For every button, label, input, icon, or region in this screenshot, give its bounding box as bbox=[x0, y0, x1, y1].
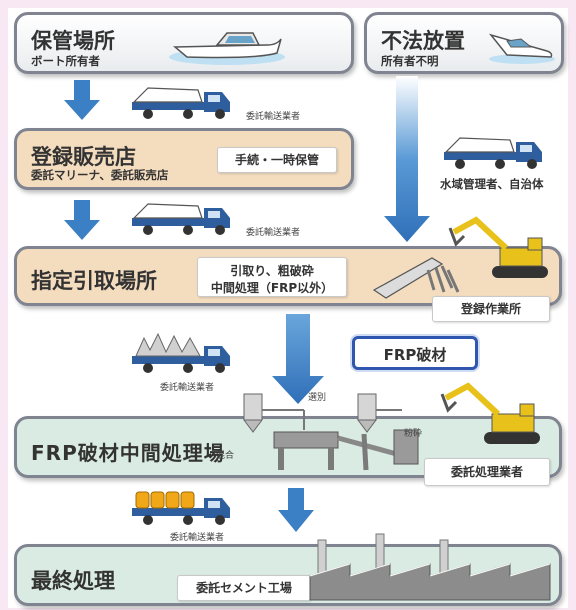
registered-dealer-box: 登録販売店 委託マリーナ、委託販売店 手続・一時保管 bbox=[14, 128, 354, 190]
boat-icon bbox=[169, 32, 285, 65]
transport-label-3: 委託輸送業者 bbox=[160, 383, 215, 393]
center-down-arrow bbox=[272, 314, 324, 404]
collection-process-line2: 中間処理（FRP以外） bbox=[210, 281, 334, 295]
designated-collection-box: 指定引取場所 引取り、粗破砕 中間処理（FRP以外） bbox=[14, 246, 562, 306]
collection-process-tag: 引取り、粗破砕 中間処理（FRP以外） bbox=[197, 257, 347, 297]
excavator-icon-1 bbox=[448, 216, 548, 278]
collection-process-line1: 引取り、粗破砕 bbox=[230, 264, 314, 278]
down-arrow-2 bbox=[64, 200, 100, 240]
truck-icon-drums bbox=[132, 491, 230, 525]
frp-intermediate-title: FRP破材中間処理場 bbox=[31, 441, 225, 465]
designated-collection-title: 指定引取場所 bbox=[31, 269, 157, 293]
truck-icon-1 bbox=[132, 87, 230, 119]
sort-label: 選別 bbox=[308, 393, 327, 403]
truck-icon-authority bbox=[444, 137, 542, 169]
dealer-subtitle: 委託マリーナ、委託販売店 bbox=[31, 168, 169, 182]
abandoned-boat-icon bbox=[488, 33, 555, 64]
registered-site-tag: 登録作業所 bbox=[432, 296, 550, 322]
down-arrow-1 bbox=[64, 80, 100, 120]
transport-label-2: 委託輸送業者 bbox=[246, 228, 301, 238]
boat-owner-label: ボート所有者 bbox=[31, 54, 100, 68]
procedure-storage-tag: 手続・一時保管 bbox=[217, 147, 337, 173]
registered-dealer-title: 登録販売店 bbox=[31, 145, 136, 169]
illegal-dumping-title: 不法放置 bbox=[381, 29, 465, 53]
truck-icon-scrap bbox=[132, 332, 230, 373]
owner-unknown-label: 所有者不明 bbox=[381, 54, 439, 68]
storage-location-title: 保管場所 bbox=[31, 29, 115, 53]
crushed-boat-icon bbox=[372, 257, 460, 299]
excavator-icon-2 bbox=[440, 382, 540, 444]
cement-factory-tag: 委託セメント工場 bbox=[177, 575, 311, 601]
crush-label: 粉砕 bbox=[404, 429, 423, 439]
frp-material-tag: FRP破材 bbox=[352, 336, 478, 370]
processor-tag: 委託処理業者 bbox=[424, 458, 550, 486]
truck-icon-2 bbox=[132, 203, 230, 235]
final-processing-title: 最終処理 bbox=[31, 569, 115, 593]
factory-icon bbox=[309, 533, 551, 601]
illegal-dumping-box: 不法放置 所有者不明 bbox=[364, 12, 564, 74]
final-processing-box: 最終処理 委託セメント工場 bbox=[14, 544, 562, 606]
processing-plant-icon bbox=[243, 393, 419, 471]
storage-location-box: 保管場所 ボート所有者 bbox=[14, 12, 354, 74]
long-down-arrow bbox=[384, 76, 430, 242]
mix-label: 混合 bbox=[216, 451, 235, 461]
authority-label: 水域管理者、自治体 bbox=[440, 177, 544, 191]
transport-label-4: 委託輸送業者 bbox=[170, 533, 225, 543]
final-down-arrow bbox=[278, 488, 314, 532]
transport-label-1: 委託輸送業者 bbox=[246, 112, 301, 122]
